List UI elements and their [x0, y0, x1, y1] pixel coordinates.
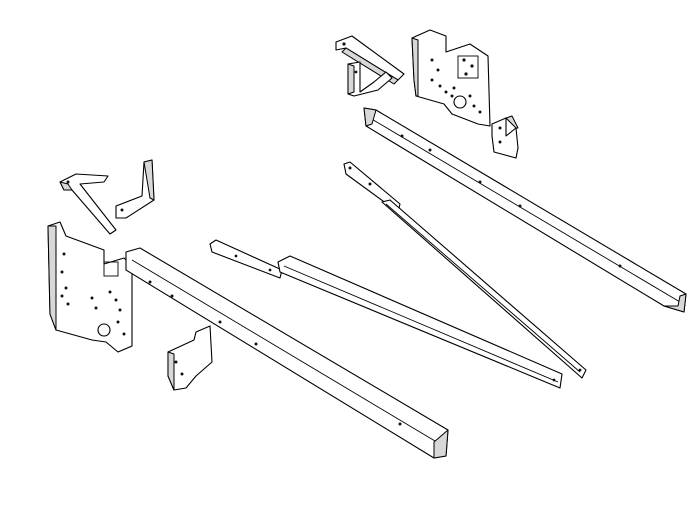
left-angle-bracket: [115, 159, 155, 219]
left-small-bracket: [167, 325, 213, 391]
upper-diagonal-brace: [343, 161, 587, 379]
left-plate-holes: [60, 252, 126, 336]
upper-plate-holes: [430, 58, 482, 114]
middle-diagonal-brace: [209, 239, 563, 389]
upper-top-bracket: [335, 35, 405, 85]
left-top-bracket: [59, 173, 117, 235]
upper-small-bracket: [491, 115, 519, 159]
upper-angle-bracket: [347, 61, 393, 97]
upper-long-channel: [363, 107, 687, 313]
lower-long-channel: [125, 247, 449, 459]
upper-side-plate: [411, 29, 491, 127]
left-side-plate: [47, 221, 133, 353]
